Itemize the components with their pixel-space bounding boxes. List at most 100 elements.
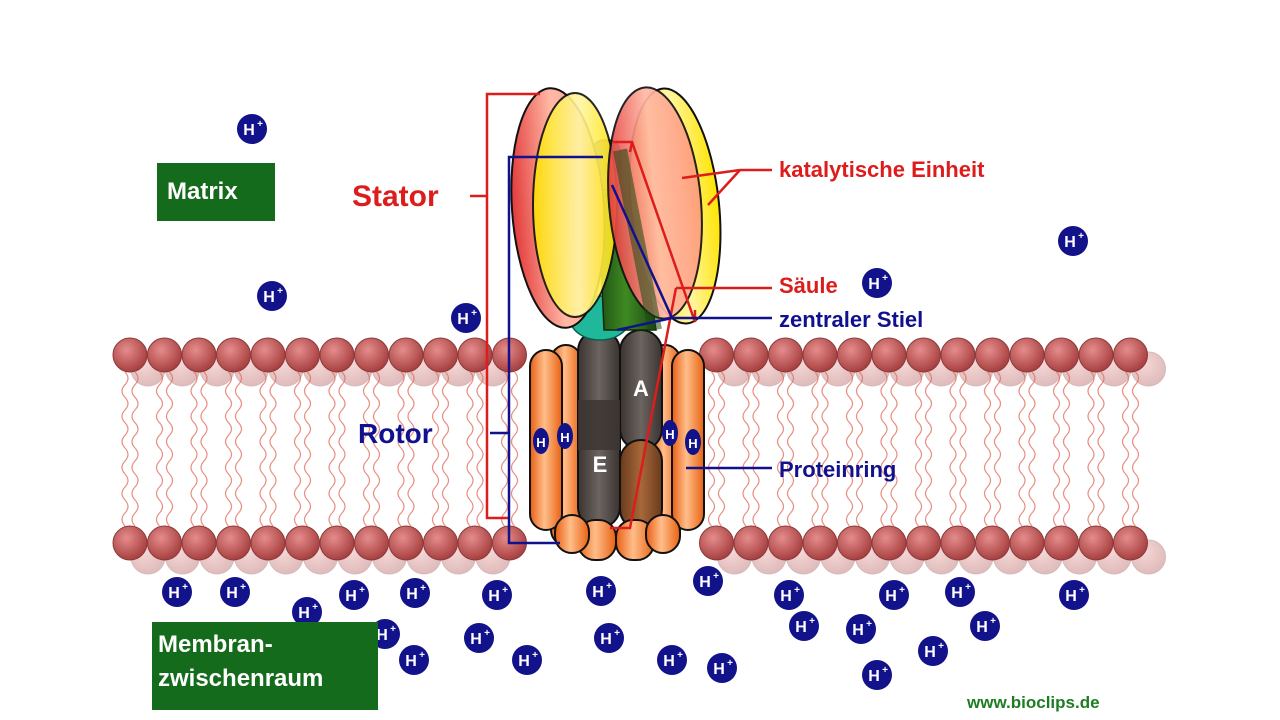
free-protons: H+H+H+H+H+H+H+H+H+H+H+H+H+H+H+H+H+H+H+H+… — [162, 114, 1089, 690]
lipid-head — [768, 337, 803, 373]
proton-marker: H+ — [862, 660, 892, 690]
intermembrane-label-line1: Membran- — [158, 631, 273, 658]
proton-circle — [1059, 580, 1089, 610]
matrix-label: Matrix — [167, 178, 238, 206]
intermembrane-space-label-box: Membran- zwischenraum — [152, 622, 378, 710]
lipid-tail — [372, 371, 381, 449]
proton-marker: H+ — [774, 580, 804, 610]
lipid-tail — [362, 371, 371, 449]
proton-symbol: H — [345, 588, 357, 605]
lipid-head — [181, 337, 217, 373]
proton-circle — [399, 645, 429, 675]
proton-charge: + — [471, 308, 477, 319]
proton-charge: + — [677, 650, 683, 661]
proton-circle — [451, 303, 481, 333]
lipid-tail — [397, 371, 405, 449]
lipid-head — [112, 525, 148, 561]
lipid-tail — [924, 447, 933, 527]
lipid-tail — [269, 371, 277, 449]
lipid-tail — [845, 447, 854, 527]
proton-circle — [220, 577, 250, 607]
proton-marker: H+ — [586, 576, 616, 606]
proton-marker: H+ — [846, 614, 876, 644]
lipid-tail — [131, 447, 139, 527]
proton-circle — [512, 645, 542, 675]
lipid-tail — [328, 371, 336, 449]
matrix-label-box: Matrix — [157, 163, 275, 221]
lipid-tail — [397, 447, 405, 527]
lipid-tail — [1131, 371, 1140, 449]
proton-marker: H+ — [707, 653, 737, 683]
lipid-tail — [880, 371, 888, 449]
proton-symbol: H — [951, 585, 963, 602]
ring-protons: H H H H — [533, 420, 701, 455]
lipid-tail — [476, 371, 484, 449]
lipid-tail — [1131, 447, 1140, 527]
proton-marker: H+ — [399, 645, 429, 675]
proton-marker: H+ — [945, 577, 975, 607]
proton-charge: + — [713, 571, 719, 582]
catalytic-subunit — [532, 92, 618, 318]
proton-symbol: H — [226, 585, 238, 602]
lipid-tail — [303, 371, 312, 449]
lipid-head — [906, 337, 941, 373]
lipid-head — [699, 525, 734, 561]
lipid-tail — [811, 447, 819, 527]
proton-charge: + — [1079, 585, 1085, 596]
stator-label: Stator — [352, 180, 439, 213]
proton-marker: H+ — [1058, 226, 1088, 256]
proton-charge: + — [727, 658, 733, 669]
proton-circle — [292, 597, 322, 627]
lipid-tail — [200, 371, 208, 449]
lipid-tail — [959, 447, 967, 527]
lipid-head — [250, 337, 286, 373]
proton-symbol: H — [868, 668, 880, 685]
proton-charge: + — [809, 616, 815, 627]
proton-symbol: H — [780, 588, 792, 605]
lipid-tail — [914, 371, 923, 449]
proton-symbol: H — [699, 574, 711, 591]
lipid-head — [1078, 525, 1114, 561]
lipid-tail — [1121, 371, 1130, 449]
proton-charge: + — [532, 650, 538, 661]
lipid-tail — [362, 447, 371, 527]
lipid-head — [181, 525, 217, 561]
lipid-tail — [983, 371, 992, 449]
lipid-tail — [200, 447, 208, 527]
protein-ring: A E — [529, 329, 705, 561]
lipid-tail — [1097, 447, 1105, 527]
proton-marker: H+ — [162, 577, 192, 607]
lipid-head — [871, 525, 907, 561]
proton-charge: + — [1078, 231, 1084, 242]
lipid-tail — [707, 447, 716, 527]
proton-charge: + — [359, 585, 365, 596]
proton-circle — [693, 566, 723, 596]
proton-charge: + — [606, 581, 612, 592]
lipid-tail — [983, 447, 992, 527]
lipid-tail — [190, 371, 198, 449]
lipid-tail — [880, 447, 888, 527]
proton-charge: + — [419, 650, 425, 661]
lipid-tail — [190, 447, 198, 527]
lipid-head — [216, 525, 251, 561]
lipid-head — [940, 337, 976, 373]
proton-symbol: H — [457, 311, 469, 328]
lipid-tail — [407, 447, 415, 527]
ring-proton-label: H — [536, 435, 545, 450]
lipid-tail — [959, 371, 967, 449]
lipid-tail — [431, 447, 440, 527]
stator-outline — [470, 92, 772, 530]
lipid-tail — [776, 447, 785, 527]
rotor-outline — [490, 155, 772, 545]
lipid-head — [1044, 337, 1079, 373]
proton-charge: + — [938, 641, 944, 652]
lipid-head — [837, 525, 872, 561]
proton-marker: H+ — [693, 566, 723, 596]
lipid-tail — [752, 447, 760, 527]
subunit-e-band — [578, 400, 620, 450]
lipid-tail — [855, 371, 864, 449]
lipid-tail — [949, 447, 957, 527]
proton-circle — [257, 281, 287, 311]
lipid-tail — [742, 371, 750, 449]
proton-charge: + — [484, 628, 490, 639]
